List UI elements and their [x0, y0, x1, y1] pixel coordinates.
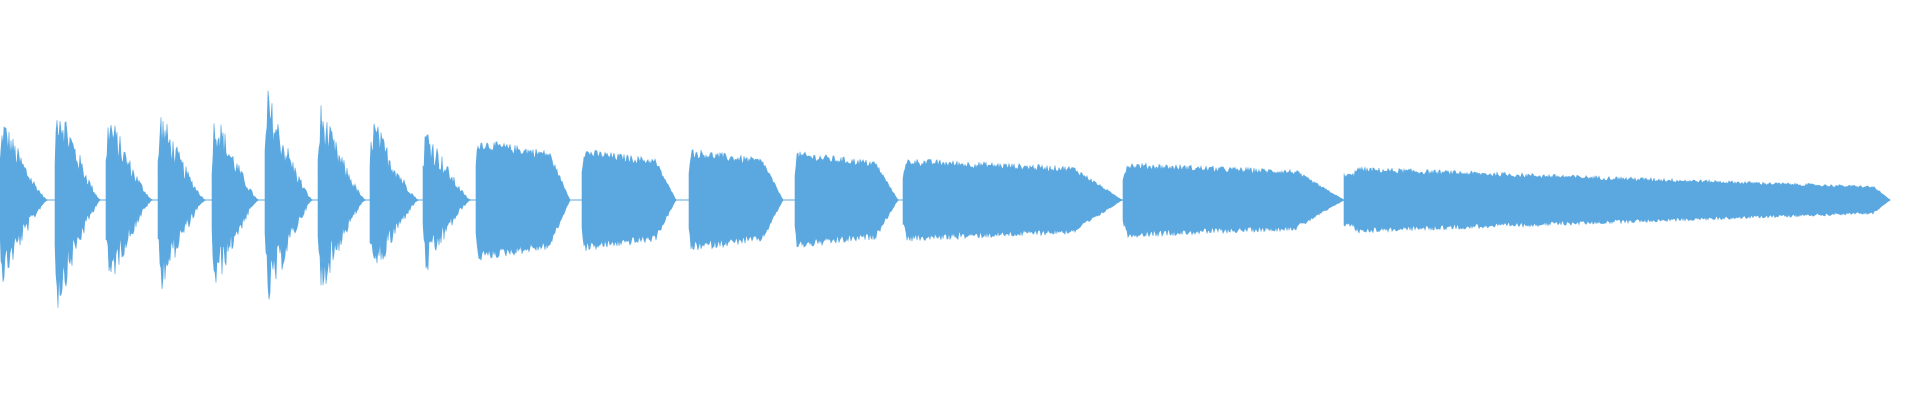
- waveform-segment-16: [1343, 166, 1891, 234]
- waveform-segment-14: [902, 159, 1123, 242]
- waveform-segments: [0, 90, 1891, 308]
- waveform-segment-10: [475, 141, 571, 261]
- waveform-segment-7: [317, 105, 366, 286]
- waveform-segment-6: [264, 90, 313, 300]
- waveform-segment-3: [105, 125, 153, 275]
- waveform-segment-12: [688, 149, 784, 251]
- waveform-segment-8: [369, 123, 419, 264]
- waveform-segment-2: [54, 120, 101, 308]
- waveform-segment-13: [794, 151, 899, 248]
- waveform-segment-5: [211, 123, 259, 283]
- waveform-segment-9: [422, 134, 471, 271]
- waveform-segment-11: [581, 150, 677, 251]
- waveform-segment-4: [157, 117, 206, 290]
- waveform-segment-1: [0, 126, 48, 282]
- waveform-segment-15: [1122, 162, 1345, 239]
